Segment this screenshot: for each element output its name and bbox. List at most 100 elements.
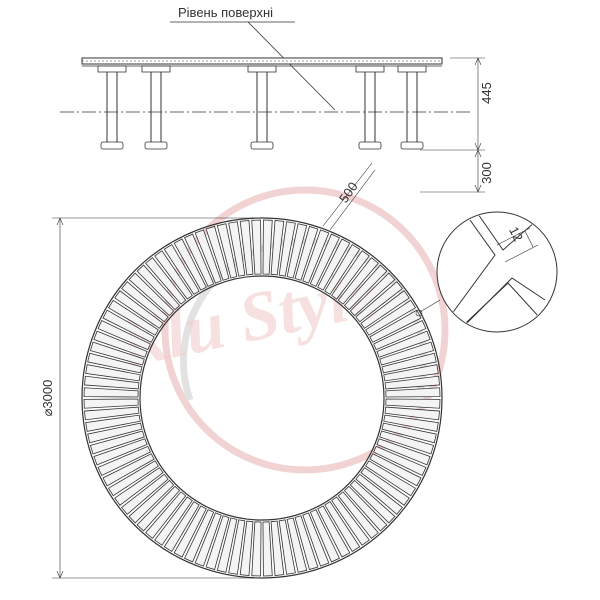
detail-marker bbox=[415, 309, 423, 317]
plan-slat bbox=[107, 460, 159, 497]
plan-slat bbox=[355, 473, 403, 515]
plan-slat bbox=[136, 264, 181, 311]
leg-base bbox=[144, 141, 168, 150]
plan-slat bbox=[84, 375, 140, 390]
plan-slat bbox=[262, 521, 273, 577]
width-dimension bbox=[322, 162, 376, 231]
dim-depth-label: 300 bbox=[479, 162, 494, 184]
leg-base bbox=[358, 141, 382, 150]
plan-slat bbox=[302, 229, 330, 284]
leg-base bbox=[100, 141, 124, 150]
plan-slat bbox=[114, 467, 164, 506]
plan-slat bbox=[365, 299, 417, 336]
plan-slats bbox=[83, 219, 441, 577]
plan-slat bbox=[154, 250, 193, 300]
plan-view bbox=[81, 217, 443, 579]
bench-leg bbox=[247, 65, 277, 150]
plan-slat bbox=[337, 491, 379, 539]
plan-slat bbox=[128, 479, 175, 524]
plan-slat bbox=[251, 219, 262, 275]
plan-slat bbox=[385, 387, 441, 398]
dim-diameter-label: ⌀3000 bbox=[40, 380, 55, 417]
plan-slat bbox=[349, 479, 396, 524]
plan-slat bbox=[373, 445, 427, 477]
plan-slat bbox=[337, 257, 379, 305]
plan-slat bbox=[385, 398, 441, 409]
plan-slat bbox=[136, 485, 181, 532]
plan-slat bbox=[97, 319, 151, 351]
plan-slat bbox=[384, 406, 440, 421]
plan-slat bbox=[331, 250, 370, 300]
plan-slat bbox=[324, 243, 361, 295]
detail-leader bbox=[419, 299, 441, 313]
plan-slat bbox=[384, 375, 440, 390]
plan-slat bbox=[84, 406, 140, 421]
dim-arrow bbox=[474, 57, 482, 66]
plan-slat bbox=[381, 422, 437, 444]
dim-arrow bbox=[56, 570, 64, 579]
detail-dim-line bbox=[524, 230, 534, 248]
plan-slat bbox=[145, 491, 187, 539]
plan-slat bbox=[369, 453, 422, 487]
plan-slat bbox=[97, 445, 151, 477]
plan-slat bbox=[262, 219, 273, 275]
plan-slat bbox=[87, 422, 143, 444]
plan-slat bbox=[83, 387, 139, 398]
leg-cap bbox=[141, 65, 171, 73]
plan-slat bbox=[194, 512, 222, 567]
plan-slat bbox=[355, 281, 403, 323]
plan-slat bbox=[154, 496, 193, 546]
plan-slat bbox=[183, 509, 215, 563]
detail-callout bbox=[415, 211, 558, 333]
dim-arrow bbox=[474, 184, 482, 193]
dim-line-width bbox=[329, 169, 376, 231]
plan-slat bbox=[93, 438, 148, 466]
plan-slat bbox=[107, 299, 159, 336]
plan-slat bbox=[228, 519, 246, 575]
plan-slat bbox=[216, 223, 238, 279]
surface-level-label: Рівень поверхні bbox=[178, 5, 273, 20]
plan-slat bbox=[343, 264, 388, 311]
plan-slat bbox=[317, 505, 351, 558]
plan-slat bbox=[360, 290, 410, 329]
plan-slat bbox=[102, 309, 155, 343]
leg-base bbox=[400, 141, 424, 150]
plan-slat bbox=[379, 341, 435, 366]
plan-slat bbox=[194, 229, 222, 284]
plan-slat bbox=[83, 398, 139, 409]
leg-cap bbox=[247, 65, 277, 73]
plan-slat bbox=[173, 238, 207, 291]
plan-slat bbox=[278, 519, 296, 575]
plan-slat bbox=[239, 520, 254, 576]
bench-leg bbox=[141, 65, 171, 150]
plan-slat bbox=[216, 517, 238, 573]
plan-slat bbox=[376, 438, 431, 466]
diameter-dimension bbox=[52, 217, 262, 579]
plan-slat bbox=[89, 341, 145, 366]
plan-slat bbox=[85, 364, 141, 382]
plan-slat bbox=[343, 485, 388, 532]
dim-arrow bbox=[56, 217, 64, 226]
plan-slat bbox=[89, 430, 145, 455]
leg-cap bbox=[97, 65, 127, 73]
plan-slat bbox=[365, 460, 417, 497]
plan-slat bbox=[93, 330, 148, 358]
plan-slat bbox=[251, 521, 262, 577]
bench-leg bbox=[97, 65, 127, 150]
plan-slat bbox=[205, 225, 230, 281]
plan-slat bbox=[173, 505, 207, 558]
plan-slat bbox=[121, 281, 169, 323]
plan-slat bbox=[383, 414, 439, 432]
plan-slat bbox=[85, 414, 141, 432]
plan-slat bbox=[239, 220, 254, 276]
dim-gap-label: 12 bbox=[506, 224, 526, 244]
plan-slat bbox=[349, 272, 396, 317]
plan-slat bbox=[309, 509, 341, 563]
plan-slat bbox=[317, 238, 351, 291]
plan-slat bbox=[102, 453, 155, 487]
plan-slat bbox=[163, 501, 200, 553]
plan-slat bbox=[286, 517, 308, 573]
plan-inner-circle bbox=[139, 275, 385, 521]
